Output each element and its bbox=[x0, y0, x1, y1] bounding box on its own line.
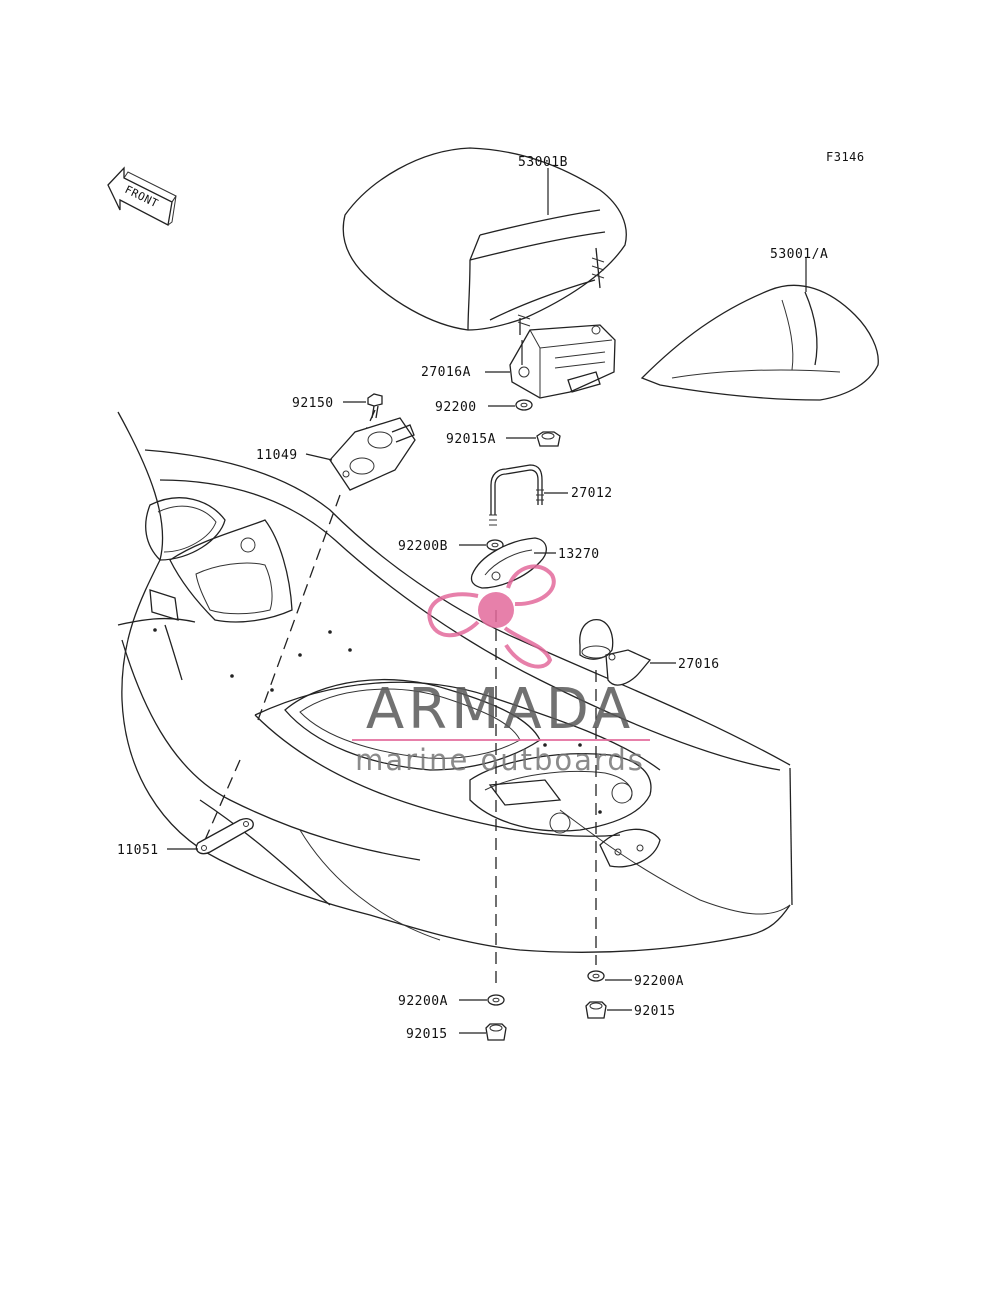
bolt-92150 bbox=[367, 393, 383, 419]
seat-53001a bbox=[640, 284, 879, 401]
part-label-92150: 92150 bbox=[292, 396, 334, 411]
nut-92015a bbox=[536, 431, 561, 447]
part-label-13270: 13270 bbox=[558, 547, 600, 562]
part-label-53001b: 53001B bbox=[518, 155, 568, 170]
propeller-logo-icon bbox=[427, 564, 556, 669]
diagram-code: F3146 bbox=[826, 150, 865, 164]
washer-92200 bbox=[515, 399, 533, 411]
part-label-92015-left: 92015 bbox=[406, 1027, 448, 1042]
part-label-92015-right: 92015 bbox=[634, 1004, 676, 1019]
front-arrow-icon: FRONT bbox=[107, 166, 177, 226]
part-label-11049: 11049 bbox=[256, 448, 298, 463]
part-label-27012: 27012 bbox=[571, 486, 613, 501]
washer-92200a-left bbox=[487, 994, 505, 1006]
washer-92200a-right bbox=[587, 970, 605, 982]
plate-13270 bbox=[470, 537, 547, 589]
strap-11051 bbox=[195, 818, 254, 855]
assembly-lines bbox=[204, 409, 597, 990]
part-label-92015a: 92015A bbox=[446, 432, 496, 447]
part-label-53001a: 53001/A bbox=[770, 247, 828, 262]
seat-53001b bbox=[342, 147, 627, 335]
armada-watermark: ARMADA marine outboards bbox=[352, 564, 650, 777]
latch-bracket-27016a bbox=[509, 324, 616, 399]
part-label-27016a: 27016A bbox=[421, 365, 471, 380]
nut-92015-left bbox=[485, 1023, 507, 1041]
part-label-92200a-left: 92200A bbox=[398, 994, 448, 1009]
part-label-92200: 92200 bbox=[435, 400, 477, 415]
leader-lines bbox=[167, 168, 807, 1034]
part-label-27016: 27016 bbox=[678, 657, 720, 672]
mounting-holes bbox=[153, 628, 602, 814]
watermark-tagline: marine outboards bbox=[355, 743, 645, 777]
part-label-11051: 11051 bbox=[117, 843, 159, 858]
hull-deck bbox=[117, 411, 793, 953]
washer-92200b bbox=[486, 539, 504, 551]
part-label-92200b: 92200B bbox=[398, 539, 448, 554]
u-bolt-27012 bbox=[489, 464, 544, 526]
nut-92015-right bbox=[585, 1001, 607, 1019]
watermark-brand: ARMADA bbox=[366, 677, 634, 742]
part-label-92200a-right: 92200A bbox=[634, 974, 684, 989]
hook-27016 bbox=[579, 619, 652, 686]
plate-11049 bbox=[329, 417, 416, 491]
